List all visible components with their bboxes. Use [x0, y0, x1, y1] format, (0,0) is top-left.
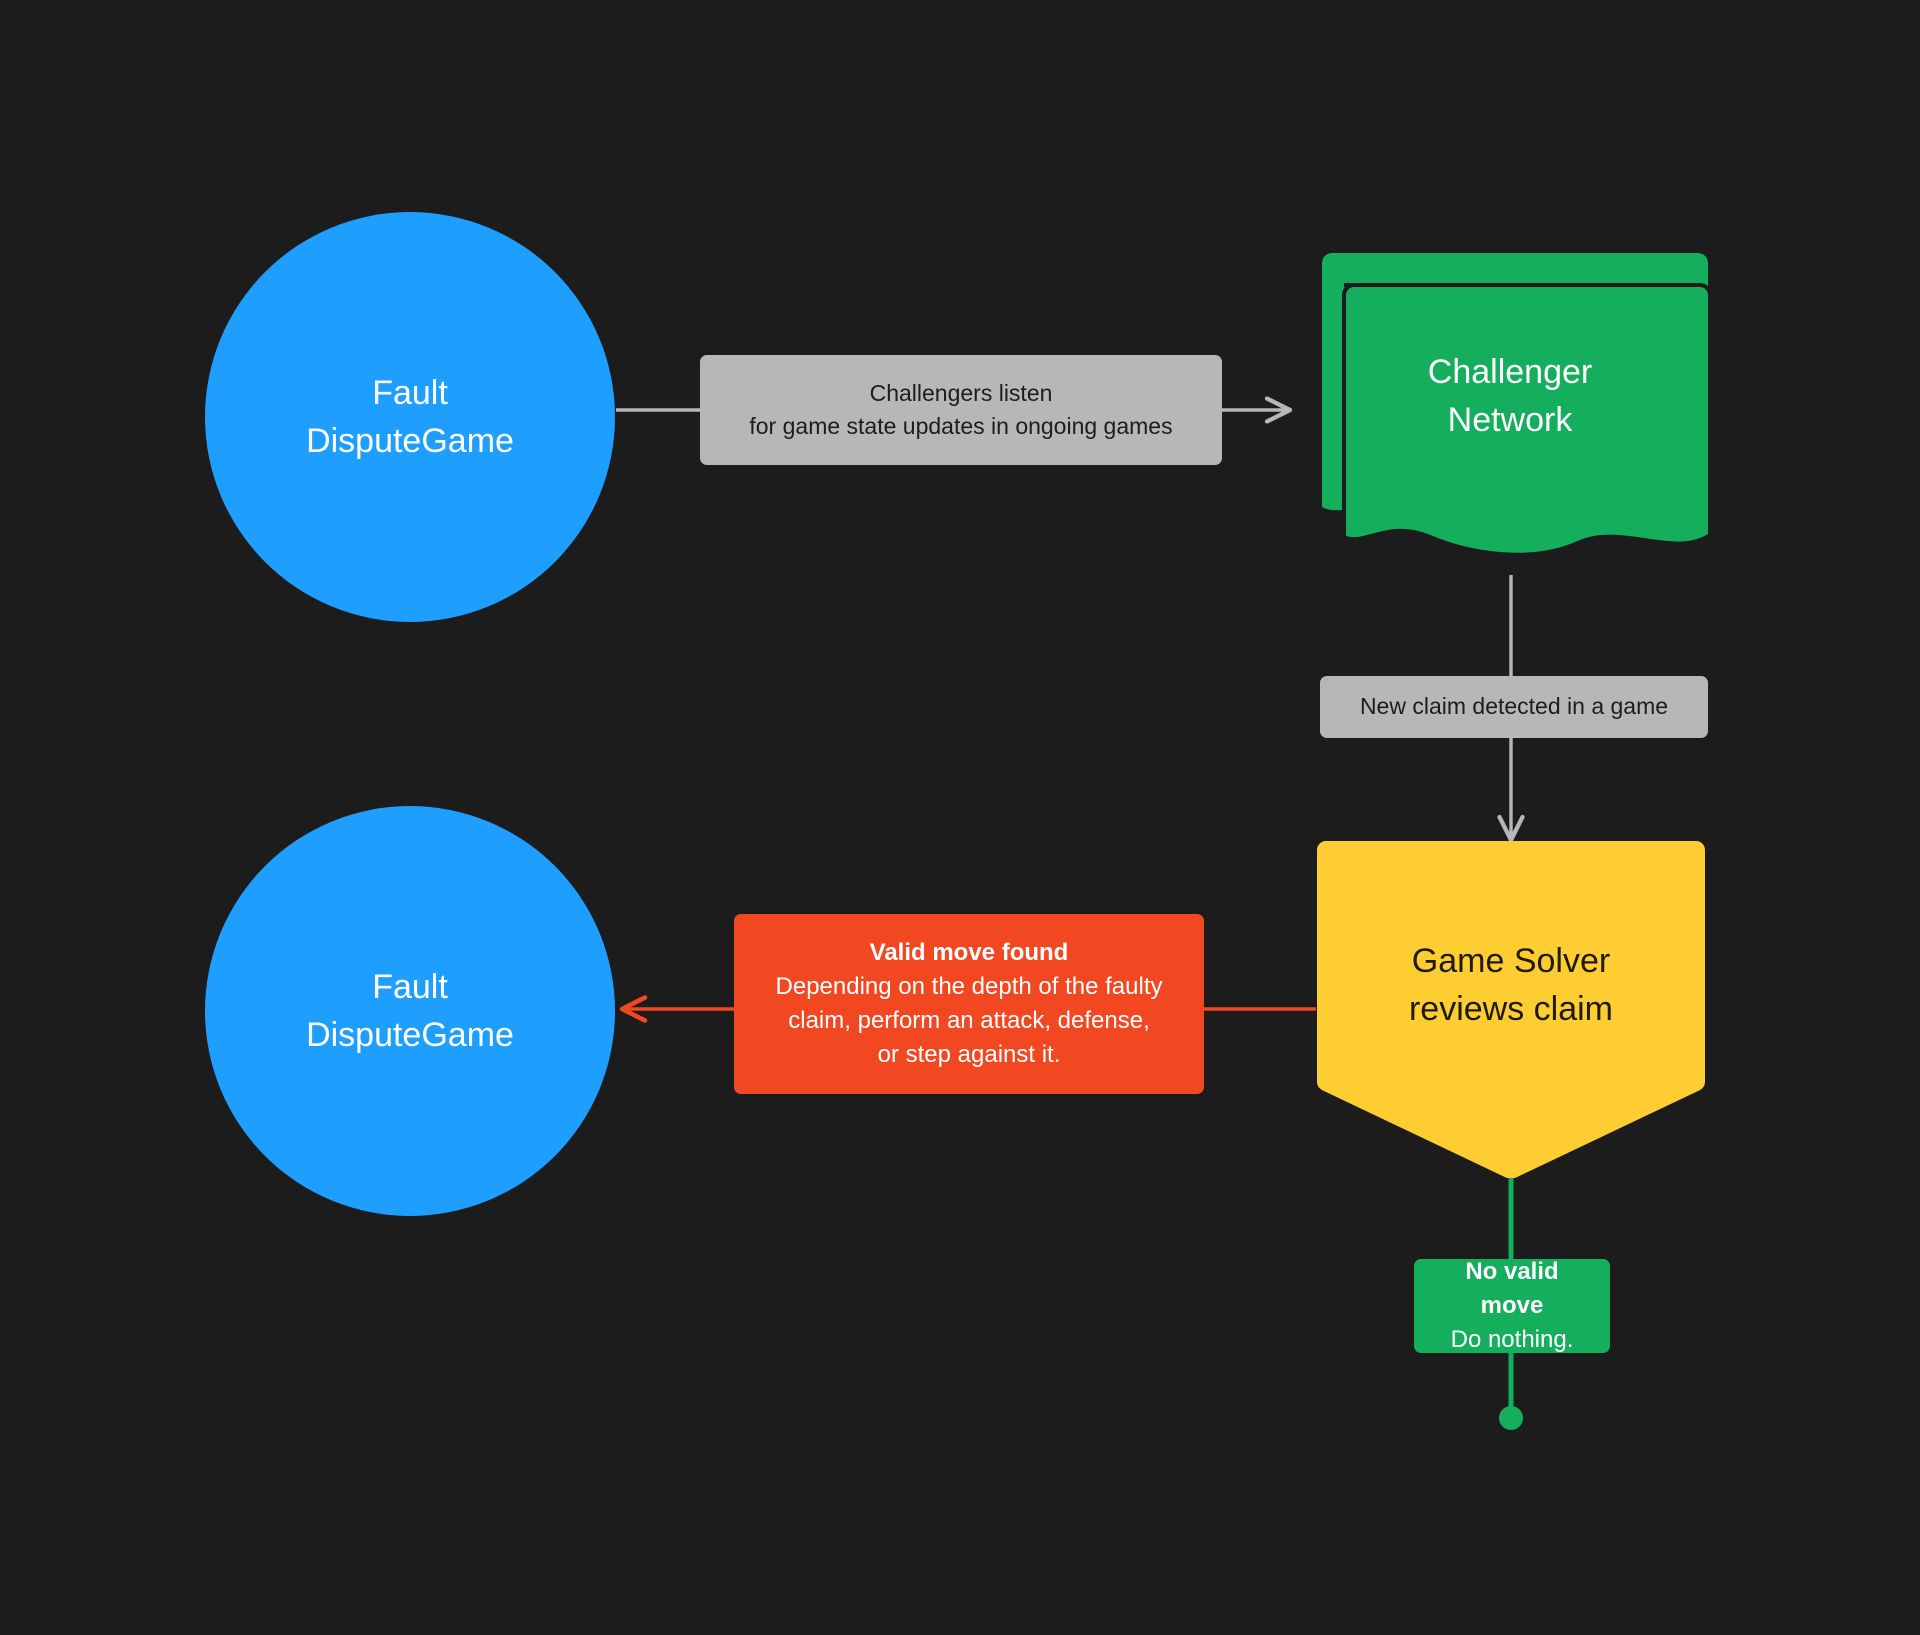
node-label: Fault DisputeGame: [306, 963, 514, 1060]
node-label-line2: Network: [1447, 401, 1573, 439]
node-label-line2: reviews claim: [1408, 990, 1614, 1028]
node-label-line2: DisputeGame: [306, 1016, 514, 1054]
node-label-line1: Challenger: [1427, 352, 1593, 391]
edge-label-line1: Challengers listen: [869, 379, 1053, 406]
node-fault-dispute-game-top[interactable]: Fault DisputeGame: [205, 212, 615, 622]
edge-label-line3: or step against it.: [877, 1041, 1061, 1069]
node-label-line2: DisputeGame: [306, 422, 514, 460]
edge-label-line2: claim, perform an attack, defense,: [788, 1007, 1150, 1034]
multi-document-shape: [1322, 253, 1712, 557]
edge-label-title: Valid move found: [869, 938, 1069, 966]
node-label-line1: Game Solver: [1411, 941, 1611, 980]
node-game-solver[interactable]: Game Solver reviews claim: [1316, 840, 1706, 1178]
edge-label-valid-move: Valid move found Depending on the depth …: [734, 914, 1204, 1094]
edge-label-line1: New claim detected in a game: [1359, 693, 1669, 720]
node-label: Fault DisputeGame: [306, 369, 514, 466]
edge-label-title: No valid move: [1465, 1257, 1559, 1319]
edge-label-line1: Do nothing.: [1450, 1326, 1574, 1354]
node-challenger-network[interactable]: Challenger Network: [1300, 245, 1720, 575]
document-front-sheet: [1342, 283, 1712, 557]
node-label: Challenger Network: [1428, 348, 1592, 445]
node-label-line1: Fault: [372, 967, 448, 1006]
pentagon-down-shape: [1317, 841, 1705, 1178]
edge-label-line2: for game state updates in ongoing games: [749, 413, 1173, 439]
edge-label-challengers-listen: Challengers listen for game state update…: [700, 355, 1222, 465]
node-label: Game Solver reviews claim: [1409, 937, 1613, 1034]
pentagon-path: [1317, 841, 1705, 1178]
edge-label-new-claim: New claim detected in a game: [1320, 676, 1708, 738]
edge-label-no-valid-move: No valid move Do nothing.: [1414, 1258, 1610, 1353]
node-label-line1: Fault: [372, 373, 448, 412]
edge-label-line1: Depending on the depth of the faulty: [775, 972, 1163, 1000]
node-fault-dispute-game-bottom[interactable]: Fault DisputeGame: [205, 806, 615, 1216]
terminator-dot: [1499, 1406, 1523, 1430]
